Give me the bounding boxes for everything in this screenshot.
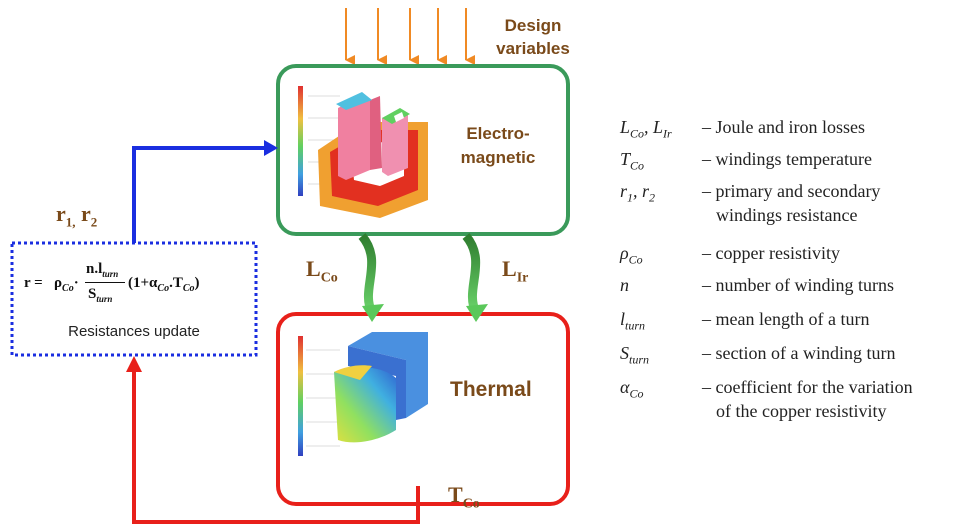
legend-desc: – mean length of a turn (702, 309, 870, 329)
legend-sym-a: α (620, 377, 630, 397)
legend-symbol: αCo (620, 377, 643, 402)
r1-symbol: r (56, 201, 66, 226)
lco-subscript: Co (320, 270, 338, 286)
formula-fraction-bar (85, 282, 125, 283)
legend-sub-b: Ir (663, 126, 672, 141)
legend-sub-b: 2 (649, 190, 656, 205)
formula-lhs: r = (24, 275, 43, 291)
legend-sym-a: ρ (620, 243, 629, 263)
resistance-formula: r = ρCo· n.lturn Sturn (1+αCo.TCo) (24, 258, 248, 314)
legend-desc: – windings temperature (702, 149, 872, 169)
legend-symbol: n (620, 275, 629, 296)
formula-rho: ρCo· (54, 275, 79, 294)
joule-losses-label: LCo (306, 256, 338, 286)
formula-numerator: n.lturn (86, 261, 118, 279)
formula-rho-subscript: Co (62, 283, 74, 294)
design-variables-label: Design variables (490, 14, 576, 60)
legend-sym-b: , r (633, 181, 650, 201)
resistances-update-label: Resistances update (68, 323, 200, 340)
legend-sym-b: , L (644, 117, 664, 137)
legend-sub-a: Co (629, 386, 644, 401)
formula-dot: · (73, 275, 79, 291)
temperature-feedback-arrow (126, 356, 420, 524)
legend-sub-a: Co (630, 126, 645, 141)
design-variables-line-1: Design (504, 16, 562, 35)
formula-denominator-subscript: turn (96, 294, 113, 304)
legend-desc: – coefficient for the variation (702, 377, 913, 397)
legend-sym-a: L (620, 117, 631, 137)
formula-rho-symbol: ρ (54, 275, 63, 291)
legend-symbol: TCo (620, 149, 644, 174)
formula-denominator: Sturn (88, 286, 112, 304)
legend-sub-a: turn (629, 352, 650, 367)
legend-symbol: ρCo (620, 243, 643, 268)
formula-denominator-text: S (88, 286, 97, 302)
em-label-line-2: magnetic (460, 148, 536, 167)
iron-losses-arrow (462, 233, 488, 322)
legend-sub-a: Co (628, 252, 643, 267)
formula-tail-b: .T (169, 275, 183, 291)
legend-sub-a: 1 (627, 190, 634, 205)
legend-desc-continued: windings resistance (716, 205, 858, 225)
tco-symbol: T (448, 482, 463, 507)
formula-numerator-text: n.l (86, 261, 103, 277)
tco-subscript: Co (462, 496, 480, 512)
design-variables-line-2: variables (496, 39, 570, 58)
em-label-line-1: Electro- (466, 124, 530, 143)
legend-sym-a: n (620, 275, 629, 295)
legend-sym-a: T (620, 149, 631, 169)
electromagnetic-model-image (298, 86, 428, 218)
legend-sym-a: S (620, 343, 629, 363)
thermal-label: Thermal (450, 378, 532, 401)
r2-symbol: r (75, 201, 91, 226)
temperature-label: TCo (448, 482, 480, 512)
resistance-feedback-arrow (132, 140, 278, 243)
thermal-model-image (298, 332, 428, 456)
formula-tail: (1+αCo.TCo) (128, 275, 200, 294)
legend-desc-continued: of the copper resistivity (716, 401, 887, 421)
r1-subscript: 1, (65, 214, 76, 230)
resistances-update-block (10, 241, 258, 357)
legend-sub-a: Co (630, 158, 645, 173)
legend-sym-a: l (620, 309, 626, 329)
formula-tail-sub1: Co (157, 283, 170, 294)
lir-subscript: Ir (516, 270, 529, 286)
formula-tail-a: (1+α (128, 275, 158, 291)
legend-symbol: Sturn (620, 343, 649, 368)
r2-subscript: 2 (90, 214, 98, 230)
legend-sub-a: turn (625, 318, 646, 333)
legend-desc: – copper resistivity (702, 243, 840, 263)
joule-losses-arrow (358, 233, 384, 322)
legend-sym-a: r (620, 181, 628, 201)
formula-numerator-subscript: turn (102, 269, 119, 279)
legend-desc: – number of winding turns (702, 275, 894, 295)
formula-tail-c: ) (194, 275, 200, 291)
legend-desc: – Joule and iron losses (702, 117, 865, 137)
legend-desc: – primary and secondary (702, 181, 881, 201)
electromagnetic-label: Electro- magnetic (448, 122, 548, 170)
lir-symbol: L (502, 256, 517, 281)
legend-symbol: r1, r2 (620, 181, 655, 206)
legend-symbol: LCo, LIr (620, 117, 672, 142)
legend-symbol: lturn (620, 309, 645, 334)
iron-losses-label: LIr (502, 256, 528, 286)
formula-tail-sub2: Co (182, 283, 195, 294)
resistances-flow-label: r1, r2 (56, 201, 97, 230)
lco-symbol: L (306, 256, 321, 281)
design-variable-arrows (345, 8, 475, 65)
legend-desc: – section of a winding turn (702, 343, 896, 363)
